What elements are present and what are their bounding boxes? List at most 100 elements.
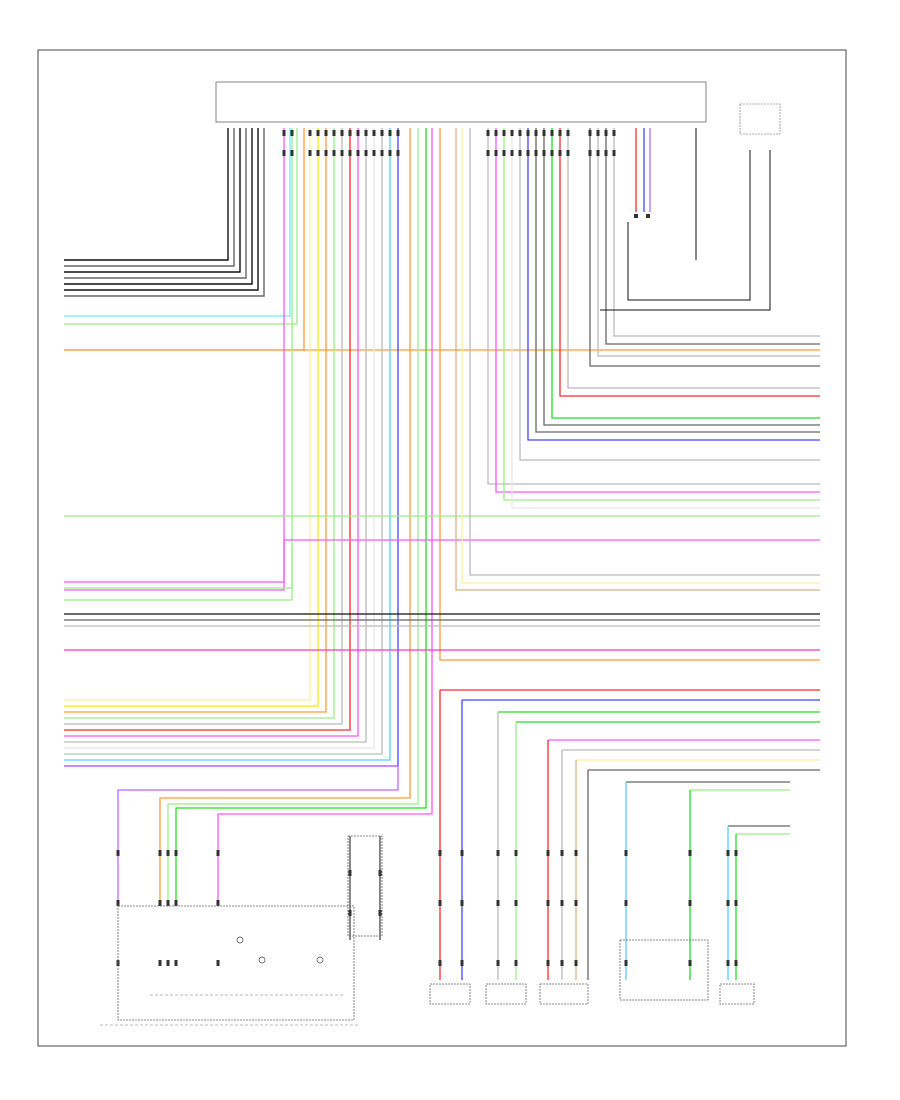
connector-pin — [588, 150, 592, 156]
wire — [511, 128, 820, 509]
connector-pin — [612, 150, 616, 156]
connector-pin — [356, 130, 360, 136]
wire — [469, 128, 820, 576]
wire — [64, 128, 351, 731]
connector-pin — [348, 870, 352, 876]
connector-pin — [526, 130, 530, 136]
connector-pin — [282, 130, 286, 136]
connector-pin — [378, 870, 382, 876]
connector-pin — [158, 960, 162, 966]
connector-pin — [726, 850, 730, 856]
connector-pin — [560, 850, 564, 856]
switch-symbol — [236, 936, 244, 944]
wire — [64, 128, 298, 325]
wire — [159, 128, 411, 900]
wire — [64, 128, 291, 317]
connector-pin — [558, 150, 562, 156]
wire — [64, 128, 359, 737]
wire — [503, 128, 820, 501]
connector-pin — [574, 960, 578, 966]
connector-pin — [380, 130, 384, 136]
connector-pin — [734, 960, 738, 966]
connector-pin — [534, 150, 538, 156]
connector-pin — [486, 150, 490, 156]
wire — [551, 128, 820, 419]
connector-pin — [460, 850, 464, 856]
wire — [535, 128, 820, 433]
connector-pin — [348, 130, 352, 136]
connector-pin — [364, 130, 368, 136]
wire — [627, 150, 751, 301]
connector-pin — [574, 900, 578, 906]
connector-pin — [558, 130, 562, 136]
connector-pin — [372, 130, 376, 136]
connector-pin — [518, 130, 522, 136]
connector-pin — [290, 150, 294, 156]
connector-pin — [688, 900, 692, 906]
connector-pin — [364, 150, 368, 156]
connector-pin — [340, 130, 344, 136]
connector-pin — [624, 900, 628, 906]
wire — [64, 128, 375, 749]
connector-pin — [496, 900, 500, 906]
speaker-front-right — [429, 983, 471, 1005]
connector-pin — [542, 150, 546, 156]
connector-pin — [460, 960, 464, 966]
connector-pin — [542, 130, 546, 136]
connector-pin — [518, 150, 522, 156]
connector-pin — [166, 900, 170, 906]
connector-pin — [496, 850, 500, 856]
connector-pin — [166, 850, 170, 856]
connector-pin — [116, 850, 120, 856]
connector-pin — [526, 150, 530, 156]
connector-pin — [388, 130, 392, 136]
connector-pin — [604, 130, 608, 136]
connector-pin — [290, 130, 294, 136]
connector-pin — [486, 130, 490, 136]
wire — [495, 128, 820, 493]
wire — [64, 539, 300, 583]
connector-pin — [332, 150, 336, 156]
rear-speaker-box — [619, 939, 709, 1001]
wire — [64, 128, 241, 273]
wire — [613, 128, 820, 337]
connector-pin — [174, 850, 178, 856]
subwoofer — [539, 983, 589, 1005]
wire — [487, 128, 820, 485]
connector-pin — [166, 960, 170, 966]
wire — [461, 128, 820, 584]
connector-pin — [332, 130, 336, 136]
wire — [64, 128, 399, 767]
connector-pin — [282, 150, 286, 156]
connector-pin — [550, 130, 554, 136]
connector-pin — [688, 960, 692, 966]
connector-pin — [372, 150, 376, 156]
connector-pin — [624, 960, 628, 966]
connector-pin — [566, 130, 570, 136]
connector-pin — [560, 900, 564, 906]
connector-pin — [116, 900, 120, 906]
connector-pin — [216, 850, 220, 856]
connector-pin — [378, 910, 382, 916]
diagram-frame — [37, 49, 847, 1047]
connector-pin — [726, 900, 730, 906]
connector-pin — [438, 900, 442, 906]
connector-pin — [510, 150, 514, 156]
fuse-box — [739, 103, 781, 135]
components — [100, 835, 755, 1026]
wire — [64, 128, 305, 351]
wire — [439, 128, 820, 661]
wire — [527, 128, 820, 441]
wire — [64, 128, 311, 701]
connector-pin — [546, 960, 550, 966]
wire — [64, 128, 235, 267]
connector-pin — [604, 150, 608, 156]
switch-symbol — [258, 956, 266, 964]
wire — [64, 128, 293, 601]
connector-pin — [308, 130, 312, 136]
connector-pin — [316, 130, 320, 136]
connector-pin — [396, 130, 400, 136]
connector-pin — [596, 150, 600, 156]
wire — [589, 128, 820, 367]
